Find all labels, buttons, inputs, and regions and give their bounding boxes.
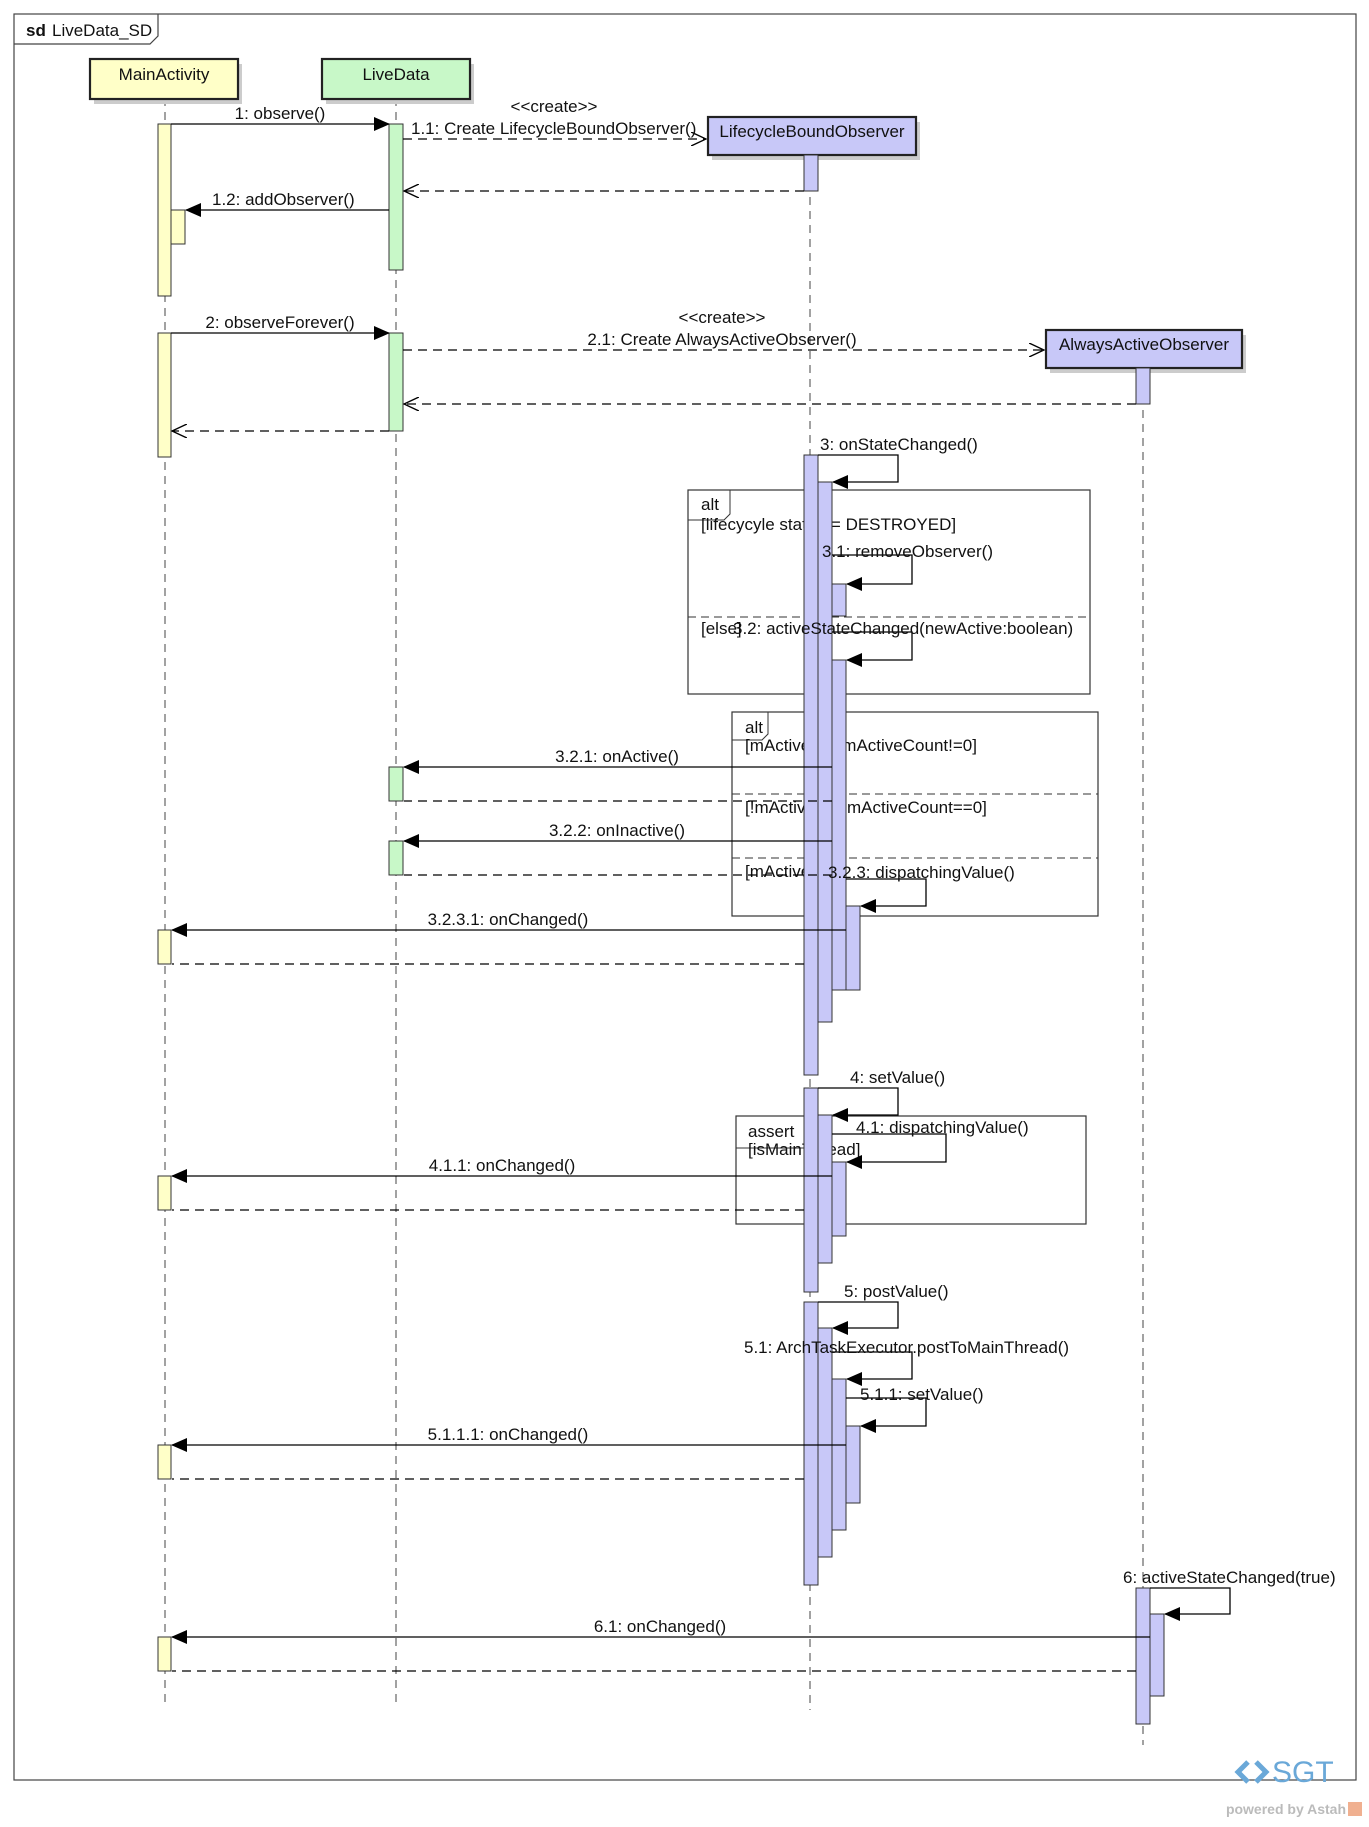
activation-bar [817, 1114, 833, 1264]
activation-bar [388, 332, 404, 432]
activation-bar [157, 929, 172, 965]
fragment-kind: alt [701, 495, 719, 514]
activation-bar [831, 659, 847, 991]
message-4-arrow [818, 1087, 899, 1122]
activation-bar [388, 123, 404, 271]
activations [157, 123, 1165, 1725]
message-label: 1.1: Create LifecycleBoundObserver() [411, 119, 696, 138]
activation-bar [803, 454, 819, 1076]
powered-by-astah: powered by Astah [1226, 1801, 1346, 1817]
activation-bar [388, 840, 404, 876]
message-3-1-arrow [832, 554, 913, 591]
activation-bar [831, 583, 847, 617]
fragment-kind: assert [748, 1122, 795, 1141]
message-label: 3.2: activeStateChanged(newActive:boolea… [733, 619, 1073, 638]
activation-bar [1149, 1613, 1165, 1697]
activation-bar [845, 905, 861, 991]
message-label: 1: observe() [235, 104, 326, 123]
message-4-1-arrow [832, 1133, 947, 1169]
lifeline-head-alwaysactiveobserver: AlwaysActiveObserver [1044, 328, 1246, 373]
message-arrows [171, 117, 1231, 1672]
stereotype-label: <<create>> [679, 308, 766, 327]
sd-frame [13, 13, 1357, 1781]
sgt-logo: SGT [1234, 1756, 1334, 1789]
sd-frame-title: LiveData_SD [52, 21, 152, 40]
message-6-arrow [1150, 1587, 1231, 1621]
message-label: 3: onStateChanged() [820, 435, 978, 454]
activation-bar [803, 154, 819, 192]
activation-bar [817, 1327, 833, 1558]
message-3-arrow [818, 454, 899, 489]
fragment-guard: [mActive && mActiveCount!=0] [745, 736, 977, 755]
activation-bar [845, 1425, 861, 1504]
message-5-arrow [818, 1301, 899, 1335]
message-label: 4.1.1: onChanged() [429, 1156, 576, 1175]
activation-bar [831, 1161, 847, 1237]
fragment-guard: [mActive] [745, 862, 815, 881]
activation-bar [803, 1087, 819, 1293]
sd-frame-tab [14, 14, 159, 45]
message-label: 3.2.1: onActive() [555, 747, 679, 766]
lifeline-head-mainactivity: MainActivity [88, 57, 242, 104]
lifeline-label: LiveData [362, 65, 430, 84]
lifeline-head-livedata: LiveData [320, 57, 474, 104]
message-label: 3.2.3.1: onChanged() [428, 910, 589, 929]
activation-bar [157, 1636, 172, 1672]
message-label: 5.1: ArchTaskExecutor.postToMainThread() [744, 1338, 1069, 1357]
message-label: 2: observeForever() [205, 313, 354, 332]
sgt-logo-text: SGT [1272, 1756, 1334, 1789]
message-label: 6: activeStateChanged(true) [1123, 1568, 1336, 1587]
activation-bar [1135, 1587, 1151, 1725]
lifeline-label: AlwaysActiveObserver [1059, 335, 1229, 354]
sgt-logo-icon [1234, 1760, 1270, 1784]
message-label: 4.1: dispatchingValue() [856, 1118, 1029, 1137]
message-label: 3.1: removeObserver() [822, 542, 993, 561]
message-5-1-arrow [832, 1351, 913, 1386]
stereotype-label: <<create>> [511, 97, 598, 116]
activation-bar [1135, 367, 1151, 405]
fragment-guard: [else] [701, 619, 742, 638]
lifeline-label: MainActivity [119, 65, 210, 84]
sd-frame-keyword: sd [26, 21, 46, 40]
activation-bar [157, 332, 172, 458]
message-3-2-3-arrow [846, 878, 927, 913]
message-label: 5.1.1: setValue() [860, 1385, 983, 1404]
activation-bar [157, 1175, 172, 1211]
activation-bar [831, 1378, 847, 1531]
activation-bar [157, 1444, 172, 1480]
message-5-1-1-arrow [846, 1397, 927, 1433]
message-label: 5: postValue() [844, 1282, 949, 1301]
message-label: 5.1.1.1: onChanged() [428, 1425, 589, 1444]
activation-bar [170, 209, 186, 245]
message-labels: 1: observe() <<create>> 1.1: Create Life… [205, 97, 1335, 1636]
fragment-kind: alt [745, 718, 763, 737]
activation-bar [817, 481, 833, 1023]
message-label: 3.2.2: onInactive() [549, 821, 685, 840]
message-label: 6.1: onChanged() [594, 1617, 726, 1636]
activation-bar [388, 766, 404, 802]
message-label: 3.2.3: dispatchingValue() [828, 863, 1015, 882]
message-label: 4: setValue() [850, 1068, 945, 1087]
lifeline-head-lifecycleboundobserver: LifecycleBoundObserver [706, 115, 920, 160]
message-label: 2.1: Create AlwaysActiveObserver() [587, 330, 856, 349]
lifeline-label: LifecycleBoundObserver [719, 122, 905, 141]
message-label: 1.2: addObserver() [212, 190, 355, 209]
activation-bar [157, 123, 172, 297]
message-3-2-arrow [832, 631, 913, 667]
astah-icon [1348, 1802, 1362, 1816]
